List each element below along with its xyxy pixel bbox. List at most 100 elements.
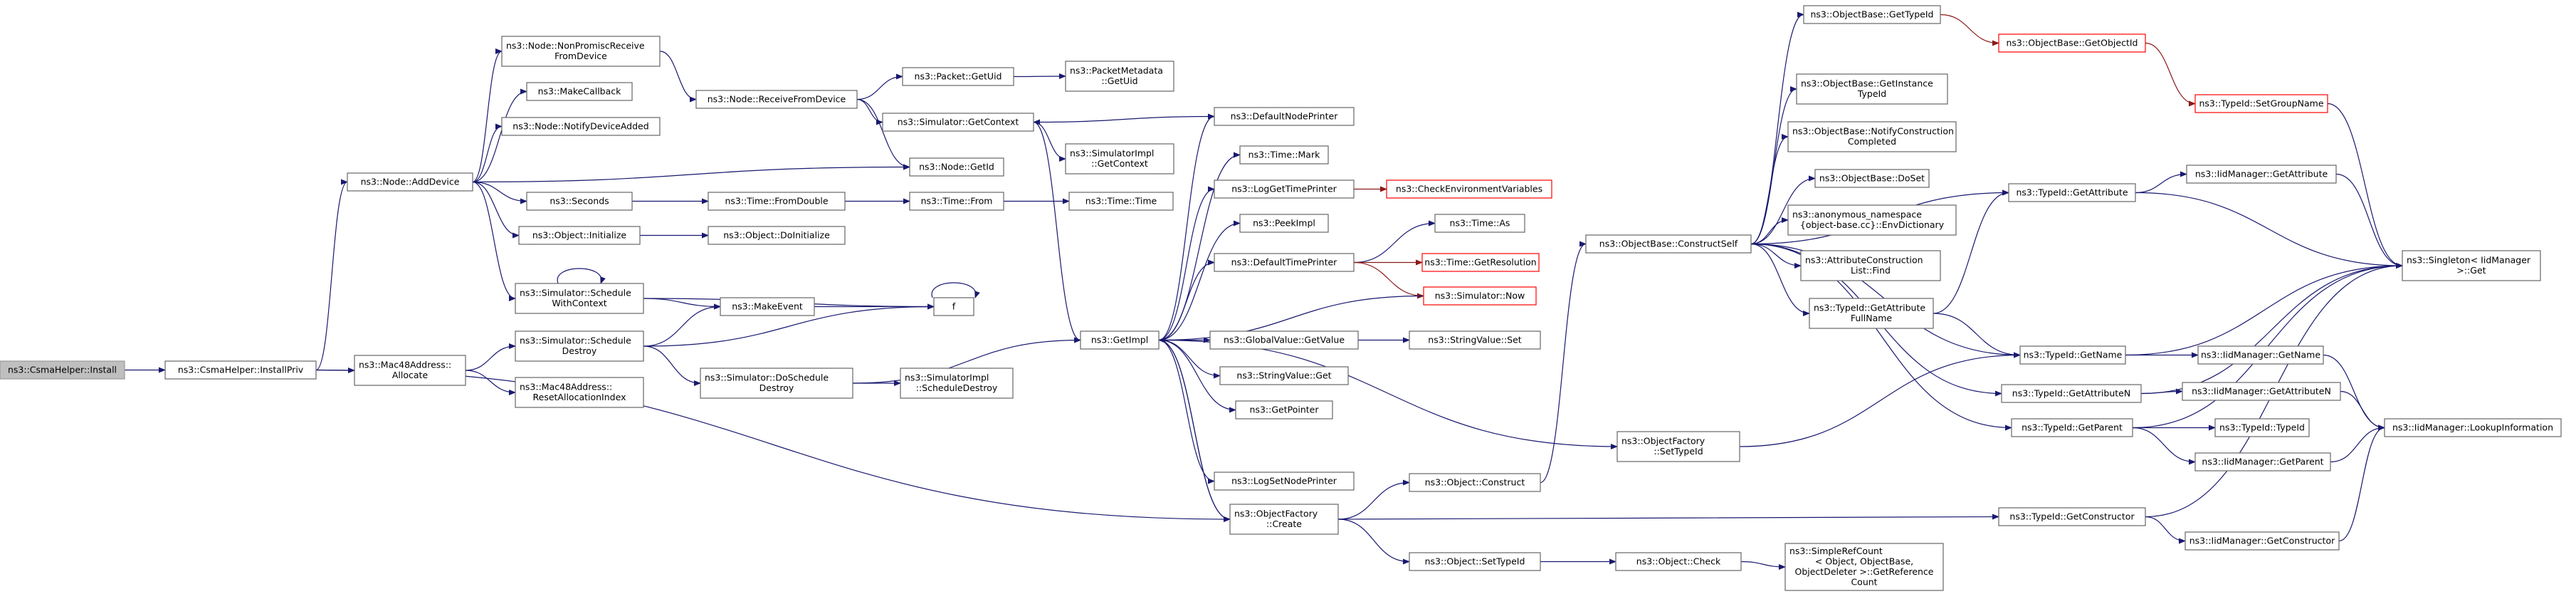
node-box xyxy=(933,297,974,316)
node-notifyConstruction[interactable]: ns3::ObjectBase::NotifyConstructionCompl… xyxy=(1787,121,1957,152)
node-iidGetName[interactable]: ns3::IidManager::GetName xyxy=(2197,345,2324,365)
node-envDictionary[interactable]: ns3::anonymous_namespace{object-base.cc}… xyxy=(1787,204,1957,236)
node-iidGetAttribute[interactable]: ns3::IidManager::GetAttribute xyxy=(2186,165,2337,184)
node-objCheck[interactable]: ns3::Object::Check xyxy=(1615,552,1742,571)
node-label: ns3::IidManager::GetConstructor xyxy=(2189,535,2335,546)
node-addDevice[interactable]: ns3::Node::AddDevice xyxy=(347,172,473,192)
node-typeIdGetParent[interactable]: ns3::TypeId::GetParent xyxy=(2011,418,2133,437)
node-defaultNodePrinter[interactable]: ns3::DefaultNodePrinter xyxy=(1214,107,1355,126)
edge-path xyxy=(2327,103,2403,269)
node-metaGetUid[interactable]: ns3::PacketMetadata::GetUid xyxy=(1065,61,1174,92)
node-typeIdTypeId[interactable]: ns3::TypeId::TypeId xyxy=(2214,418,2310,437)
edge-path xyxy=(856,73,903,100)
node-simpleRefCount[interactable]: ns3::SimpleRefCount< Object, ObjectBase,… xyxy=(1784,543,1944,591)
node-box xyxy=(354,355,466,386)
node-mac48alloc[interactable]: ns3::Mac48Address::Allocate xyxy=(354,355,466,386)
node-typeIdGetAttributeN[interactable]: ns3::TypeId::GetAttributeN xyxy=(2001,384,2142,403)
node-defaultTimePrinter[interactable]: ns3::DefaultTimePrinter xyxy=(1214,253,1355,272)
call-edge xyxy=(472,48,503,183)
node-lookupInformation[interactable]: ns3::IidManager::LookupInformation xyxy=(2384,418,2562,437)
node-doInit[interactable]: ns3::Object::DoInitialize xyxy=(708,226,846,245)
call-edge xyxy=(2340,390,2385,431)
edge-path xyxy=(2340,390,2385,431)
node-stringValueSet[interactable]: ns3::StringValue::Set xyxy=(1409,330,1541,350)
node-iidGetAttributeN[interactable]: ns3::IidManager::GetAttributeN xyxy=(2182,382,2341,401)
node-simGetContext[interactable]: ns3::Simulator::GetContext xyxy=(882,113,1034,132)
node-timeMark[interactable]: ns3::Time::Mark xyxy=(1239,145,1329,165)
node-receiveFromDevice[interactable]: ns3::Node::ReceiveFromDevice xyxy=(695,90,858,109)
node-getResolution[interactable]: ns3::Time::GetResolution xyxy=(1421,253,1540,272)
edge-path xyxy=(659,51,697,103)
node-f[interactable]: f xyxy=(933,297,974,316)
node-label: ns3::Object::Initialize xyxy=(532,229,627,240)
node-simImplGetContext[interactable]: ns3::SimulatorImpl::GetContext xyxy=(1065,143,1174,175)
node-timeAs[interactable]: ns3::Time::As xyxy=(1434,214,1525,233)
node-stringValueGet[interactable]: ns3::StringValue::Get xyxy=(1219,366,1349,385)
node-installPriv[interactable]: ns3::CsmaHelper::InstallPriv xyxy=(164,360,317,380)
node-logGetTimePrinter[interactable]: ns3::LogGetTimePrinter xyxy=(1214,179,1355,199)
node-getImpl[interactable]: ns3::GetImpl xyxy=(1080,330,1160,350)
node-singletonGet[interactable]: ns3::Singleton< IidManager>::Get xyxy=(2402,250,2541,281)
node-simImplSchedDestroy[interactable]: ns3::SimulatorImpl::ScheduleDestroy xyxy=(900,368,1014,399)
node-objSetTypeId[interactable]: ns3::Object::SetTypeId xyxy=(1409,552,1541,571)
edge-path xyxy=(472,181,516,301)
node-iidGetParent[interactable]: ns3::IidManager::GetParent xyxy=(2194,452,2331,472)
node-schedDestroy[interactable]: ns3::Simulator::ScheduleDestroy xyxy=(515,330,644,362)
node-seconds[interactable]: ns3::Seconds xyxy=(526,192,633,211)
node-label: ns3::GetImpl xyxy=(1091,334,1148,345)
node-getUid[interactable]: ns3::Packet::GetUid xyxy=(902,67,1014,86)
node-checkEnv[interactable]: ns3::CheckEnvironmentVariables xyxy=(1386,179,1552,199)
node-timeFrom[interactable]: ns3::Time::From xyxy=(909,192,1004,211)
node-nodeGetId[interactable]: ns3::Node::GetId xyxy=(909,157,1004,177)
edge-path xyxy=(1750,217,1789,245)
node-resetAlloc[interactable]: ns3::Mac48Address::ResetAllocationIndex xyxy=(515,377,644,408)
node-constructSelf[interactable]: ns3::ObjectBase::ConstructSelf xyxy=(1585,234,1752,254)
node-objFactoryCreate[interactable]: ns3::ObjectFactory::Create xyxy=(1229,504,1339,535)
node-box xyxy=(1615,552,1742,571)
edge-path xyxy=(1353,261,1424,299)
node-objConstruct[interactable]: ns3::Object::Construct xyxy=(1409,473,1541,492)
node-typeIdGetConstructor[interactable]: ns3::TypeId::GetConstructor xyxy=(1998,507,2146,526)
node-install[interactable]: ns3::CsmaHelper::Install xyxy=(0,360,125,380)
node-label: {object-base.cc}::EnvDictionary xyxy=(1800,219,1945,230)
node-label: ns3::TypeId::GetAttribute xyxy=(1814,303,1925,313)
node-getObjectId[interactable]: ns3::ObjectBase::GetObjectId xyxy=(1998,33,2146,53)
node-getPointer[interactable]: ns3::GetPointer xyxy=(1235,400,1333,420)
node-notifyDeviceAdded[interactable]: ns3::Node::NotifyDeviceAdded xyxy=(501,117,661,136)
node-typeIdGetAttribute[interactable]: ns3::TypeId::GetAttribute xyxy=(2008,183,2136,202)
node-objFactorySetTypeId[interactable]: ns3::ObjectFactory::SetTypeId xyxy=(1616,431,1740,462)
node-doSet[interactable]: ns3::ObjectBase::DoSet xyxy=(1814,169,1930,188)
node-objInit[interactable]: ns3::Object::Initialize xyxy=(518,226,641,245)
edge-path xyxy=(1158,295,1424,343)
node-box xyxy=(1219,366,1349,385)
node-obGetTypeId[interactable]: ns3::ObjectBase::GetTypeId xyxy=(1803,5,1941,24)
node-setGroupName[interactable]: ns3::TypeId::SetGroupName xyxy=(2194,94,2328,113)
node-box xyxy=(2194,452,2331,472)
node-fromDouble[interactable]: ns3::Time::FromDouble xyxy=(708,192,846,211)
edge-path xyxy=(2145,42,2196,107)
node-box xyxy=(2185,531,2340,551)
node-peekImpl[interactable]: ns3::PeekImpl xyxy=(1239,214,1329,233)
node-simNow[interactable]: ns3::Simulator::Now xyxy=(1423,286,1537,306)
edge-path xyxy=(465,343,516,371)
node-label: Destroy xyxy=(562,345,597,356)
function-nodes: ns3::CsmaHelper::Install ns3::CsmaHelper:… xyxy=(0,5,2562,591)
node-label: ns3::ObjectBase::ConstructSelf xyxy=(1599,238,1738,249)
node-makeEvent[interactable]: ns3::MakeEvent xyxy=(720,297,815,316)
edge-path xyxy=(1158,220,1241,341)
node-logSetNodePrinter[interactable]: ns3::LogSetNodePrinter xyxy=(1214,472,1355,491)
node-typeIdGetName[interactable]: ns3::TypeId::GetName xyxy=(2019,345,2126,365)
node-label: FullName xyxy=(1851,313,1893,323)
node-box xyxy=(1423,286,1537,306)
node-globalGetValue[interactable]: ns3::GlobalValue::GetValue xyxy=(1209,330,1359,350)
node-iidGetConstructor[interactable]: ns3::IidManager::GetConstructor xyxy=(2185,531,2340,551)
node-box xyxy=(1800,250,1941,281)
node-makeCallback[interactable]: ns3::MakeCallback xyxy=(526,82,633,101)
node-timeTime[interactable]: ns3::Time::Time xyxy=(1068,192,1174,211)
